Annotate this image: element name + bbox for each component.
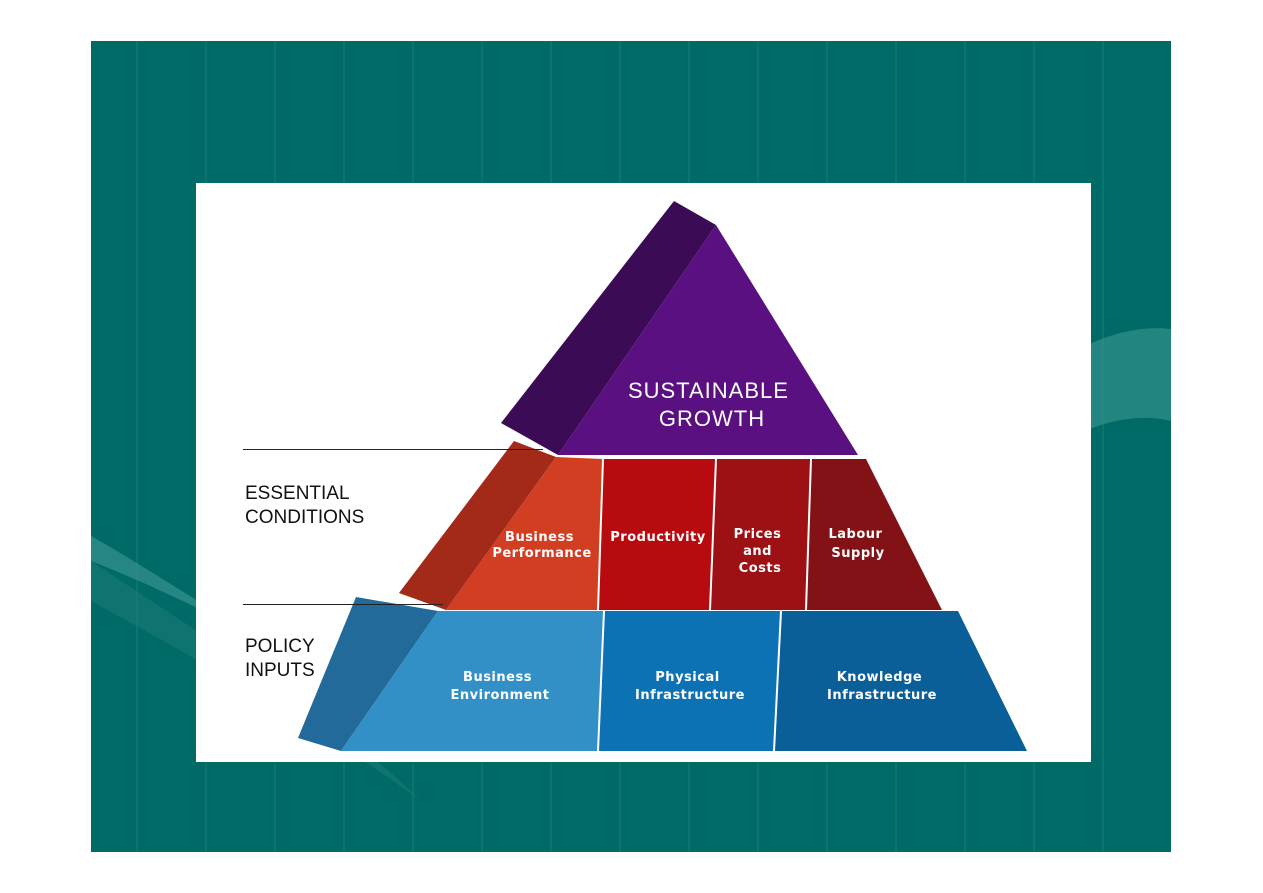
business-performance-block	[446, 457, 603, 610]
pyramid-diagram: SUSTAINABLE GROWTH Business Performance …	[298, 201, 1027, 752]
labour-supply-block	[806, 459, 942, 610]
segment-label-line: Productivity	[610, 530, 705, 545]
segment-label-line: Physical	[655, 670, 719, 685]
physical-infrastructure-label: Physical Infrastructure	[635, 670, 745, 703]
policy-inputs-rule	[243, 604, 443, 605]
policy-inputs-side-face	[298, 597, 438, 751]
segment-label-line: Supply	[831, 546, 884, 561]
labour-supply-label: Labour Supply	[829, 527, 888, 561]
segment-label-line: Labour	[829, 527, 883, 542]
middle-tier-divider	[709, 458, 717, 611]
essential-conditions-label: ESSENTIAL CONDITIONS	[245, 483, 365, 528]
apex-label-line: SUSTAINABLE	[628, 378, 789, 403]
bottom-tier-divider	[773, 610, 782, 752]
segment-label-line: Business	[463, 670, 532, 685]
essential-conditions-rule	[243, 449, 543, 450]
apex-triangle	[558, 225, 858, 455]
segment-label-line: Costs	[739, 561, 782, 576]
middle-tier-divider	[597, 458, 604, 611]
apex-label: SUSTAINABLE GROWTH	[628, 378, 796, 431]
policy-inputs-label: POLICY INPUTS	[245, 636, 315, 681]
apex-side-face	[501, 201, 716, 455]
segment-label-line: Knowledge	[837, 670, 922, 685]
segment-label-line: Infrastructure	[827, 688, 937, 703]
prices-and-costs-block	[710, 459, 811, 610]
essential-conditions-side-face	[399, 441, 556, 610]
business-environment-label: Business Environment	[451, 670, 550, 703]
business-environment-block	[341, 611, 604, 751]
diagram-panel: SUSTAINABLE GROWTH Business Performance …	[196, 183, 1091, 762]
middle-tier-divider	[805, 458, 812, 611]
knowledge-infrastructure-block	[774, 611, 1027, 751]
physical-infrastructure-block	[598, 611, 781, 751]
productivity-block	[598, 459, 716, 610]
business-performance-label: Business Performance	[492, 530, 591, 561]
segment-label-line: Prices	[734, 527, 782, 542]
bottom-tier-divider	[597, 610, 605, 752]
productivity-label: Productivity	[610, 530, 705, 545]
segment-label-line: Performance	[492, 546, 591, 561]
segment-label-line: Infrastructure	[635, 688, 745, 703]
knowledge-infrastructure-label: Knowledge Infrastructure	[827, 670, 937, 703]
segment-label-line: and	[743, 544, 772, 559]
prices-and-costs-label: Prices and Costs	[734, 527, 787, 576]
segment-label-line: Environment	[451, 688, 550, 703]
segment-label-line: Business	[505, 530, 574, 545]
apex-label-line: GROWTH	[659, 406, 765, 431]
